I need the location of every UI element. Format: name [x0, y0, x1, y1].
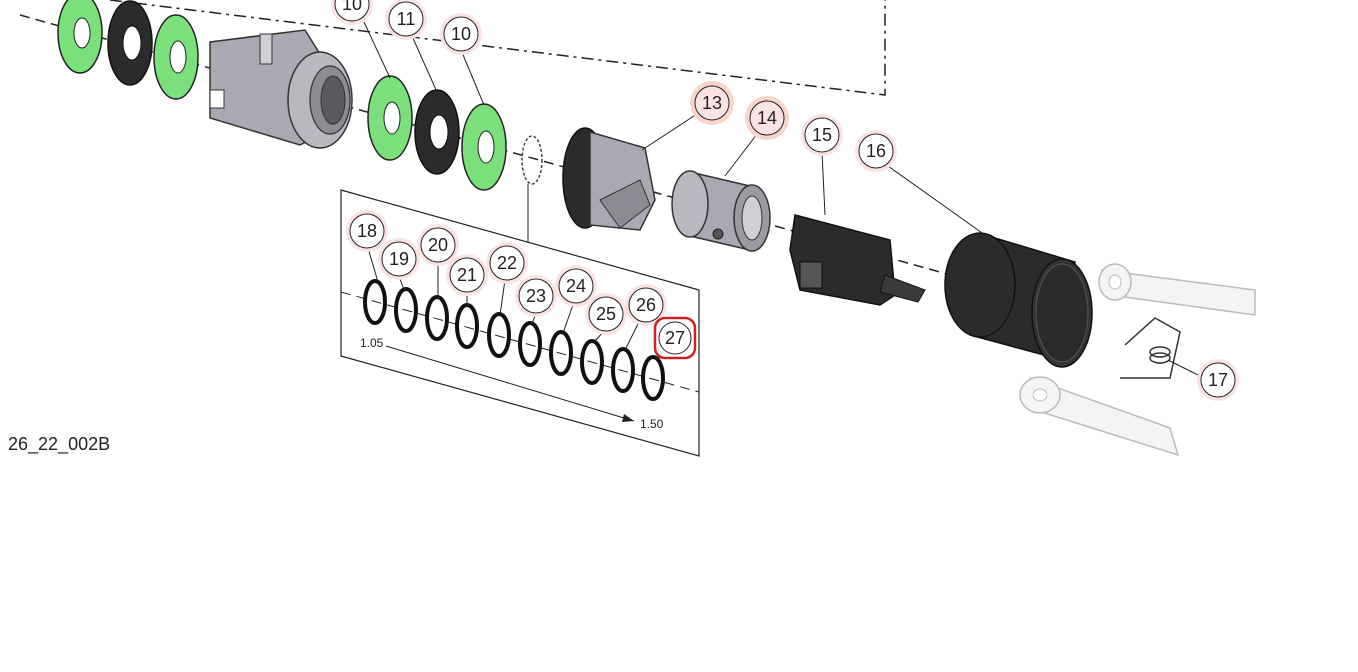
callout-17[interactable]: 17	[1197, 359, 1239, 401]
housing-grey[interactable]	[209, 29, 353, 149]
svg-text:11: 11	[397, 9, 416, 29]
washer-green-2[interactable]	[153, 14, 199, 100]
part-17-spring[interactable]	[1120, 317, 1181, 379]
callout-16[interactable]: 16	[855, 130, 897, 172]
svg-text:19: 19	[389, 249, 409, 269]
callout-25[interactable]: 25	[585, 293, 627, 335]
svg-text:24: 24	[566, 276, 586, 296]
spacer-ring-23[interactable]	[518, 321, 542, 367]
spacer-ring-20[interactable]	[425, 295, 449, 341]
svg-text:13: 13	[702, 93, 722, 113]
spacer-ring-27[interactable]	[641, 355, 665, 401]
svg-text:10: 10	[342, 0, 362, 14]
drawing-id-label: 26_22_002B	[8, 434, 111, 454]
washer-green-1[interactable]	[57, 0, 103, 74]
callout-10-upper[interactable]: 10	[331, 0, 373, 25]
spacer-ring-22[interactable]	[487, 312, 511, 358]
spacer-ring-21[interactable]	[455, 303, 479, 349]
washer-black-1[interactable]	[107, 0, 153, 86]
retaining-ring[interactable]	[521, 135, 543, 242]
crank-arm-lower	[1019, 376, 1180, 457]
svg-text:25: 25	[596, 304, 616, 324]
callout-11[interactable]: 11	[385, 0, 427, 40]
spacer-ring-25[interactable]	[580, 339, 604, 385]
spacer-ring-19[interactable]	[394, 287, 418, 333]
spacer-ring-18[interactable]	[363, 279, 387, 325]
callout-22[interactable]: 22	[486, 242, 528, 284]
callout-10-lower[interactable]: 10	[440, 13, 482, 55]
callout-20[interactable]: 20	[417, 224, 459, 266]
callout-24[interactable]: 24	[555, 265, 597, 307]
callout-18[interactable]: 18	[346, 210, 388, 252]
svg-text:18: 18	[357, 221, 377, 241]
callout-19[interactable]: 19	[378, 238, 420, 280]
callout-23[interactable]: 23	[515, 275, 557, 317]
callout-26[interactable]: 26	[625, 284, 667, 326]
callout-13[interactable]: 13	[690, 81, 734, 125]
crank-arm-upper	[1098, 263, 1256, 316]
svg-text:17: 17	[1208, 370, 1228, 390]
callout-21[interactable]: 21	[446, 254, 488, 296]
washer-green-3[interactable]	[367, 75, 413, 161]
spacer-range-min: 1.05	[360, 336, 384, 350]
spacer-range-max: 1.50	[640, 417, 664, 431]
washer-black-2[interactable]	[414, 89, 460, 175]
part-14-sleeve[interactable]	[671, 170, 771, 252]
part-15-sensor-module[interactable]	[789, 214, 926, 306]
svg-text:16: 16	[866, 141, 886, 161]
svg-text:15: 15	[812, 125, 832, 145]
svg-text:23: 23	[526, 286, 546, 306]
spacer-ring-24[interactable]	[549, 330, 573, 376]
callouts: 10 11 10 13 14 15 16	[331, 0, 1239, 401]
part-16-cover-cylinder[interactable]	[944, 232, 1093, 368]
svg-text:27: 27	[665, 328, 685, 348]
washer-green-4[interactable]	[461, 103, 507, 191]
spacer-ring-26[interactable]	[611, 347, 635, 393]
callout-15[interactable]: 15	[801, 114, 843, 156]
svg-text:22: 22	[497, 253, 517, 273]
callout-14[interactable]: 14	[745, 96, 789, 140]
svg-text:10: 10	[451, 24, 471, 44]
callout-27-selected[interactable]: 27	[653, 316, 697, 360]
svg-text:14: 14	[757, 108, 777, 128]
svg-text:21: 21	[457, 265, 477, 285]
part-13-cup[interactable]	[562, 127, 656, 231]
svg-text:26: 26	[636, 295, 656, 315]
svg-text:20: 20	[428, 235, 448, 255]
